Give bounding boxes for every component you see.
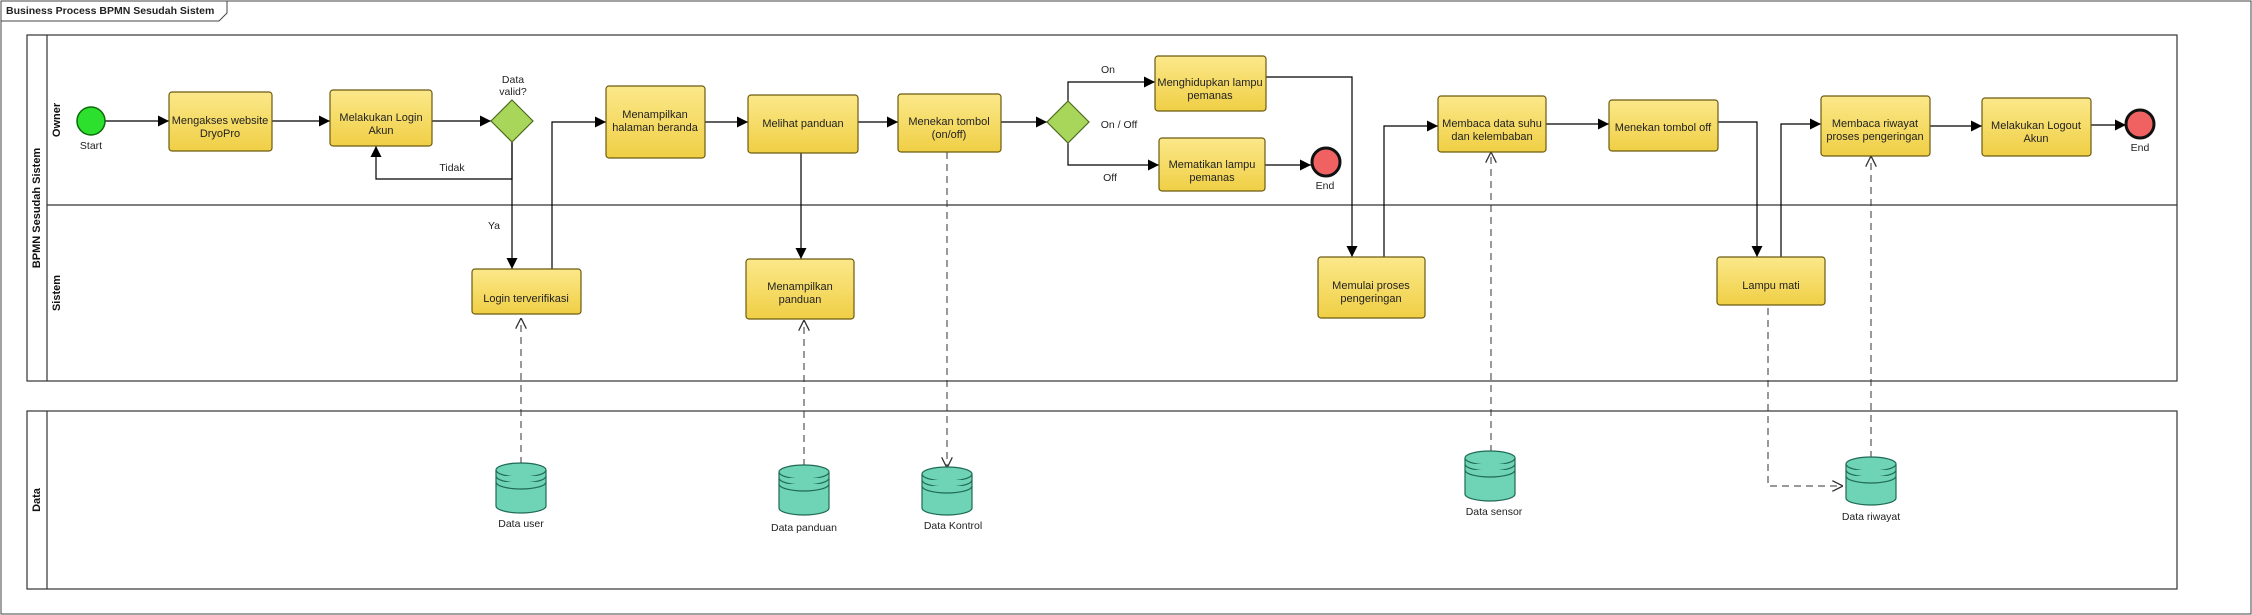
svg-text:pemanas: pemanas bbox=[1187, 90, 1233, 102]
start-event-label: Start bbox=[80, 140, 102, 152]
task-view-guide: Melihat panduan bbox=[747, 94, 859, 154]
label-ya: Ya bbox=[488, 220, 500, 232]
task-read-sensor: Membaca data suhu dan kelembaban bbox=[1437, 95, 1547, 153]
diagram-title: Business Process BPMN Sesudah Sistem bbox=[6, 5, 214, 17]
datastore-sensor-label: Data sensor bbox=[1466, 506, 1523, 518]
task-heater-off: Mematikan lampu pemanas bbox=[1158, 137, 1266, 192]
label-on: On bbox=[1101, 64, 1115, 76]
sequence-flows bbox=[104, 76, 2126, 269]
flow-pressoff-lamp bbox=[1718, 121, 1763, 257]
svg-text:Menghidupkan lampu: Menghidupkan lampu bbox=[1157, 77, 1262, 89]
datastore-guide: Data panduan bbox=[771, 464, 837, 534]
assoc-lamp-history bbox=[1767, 308, 1843, 486]
pool-data: Data bbox=[26, 410, 2178, 590]
task-start-drying: Memulai proses pengeringan bbox=[1317, 256, 1426, 319]
flow-heateron-start bbox=[1266, 76, 1358, 257]
svg-text:panduan: panduan bbox=[779, 294, 822, 306]
svg-text:Melakukan Logout: Melakukan Logout bbox=[1991, 120, 2081, 132]
task-show-home: Menampilkan halaman beranda bbox=[605, 85, 706, 159]
datastore-sensor: Data sensor bbox=[1464, 450, 1523, 518]
lane-label-owner: Owner bbox=[51, 102, 63, 137]
task-read-history: Membaca riwayat proses pengeringan bbox=[1820, 95, 1931, 157]
gateway-valid-label-2: valid? bbox=[499, 86, 527, 98]
start-event: Start bbox=[76, 106, 106, 152]
label-off: Off bbox=[1103, 172, 1117, 184]
svg-text:Melakukan Login: Melakukan Login bbox=[339, 112, 422, 124]
task-login-verified: Login terverifikasi bbox=[471, 268, 582, 315]
flow-lamp-history bbox=[1780, 118, 1821, 257]
svg-text:proses pengeringan: proses pengeringan bbox=[1826, 131, 1923, 143]
end-event-heater-off: End bbox=[1310, 146, 1342, 192]
task-logout: Melakukan Logout Akun bbox=[1981, 97, 2092, 157]
svg-text:(on/off): (on/off) bbox=[932, 129, 967, 141]
task-lamp-off: Lampu mati bbox=[1716, 256, 1826, 306]
svg-text:Memulai proses: Memulai proses bbox=[1332, 280, 1410, 292]
svg-text:Menekan tombol off: Menekan tombol off bbox=[1615, 122, 1712, 134]
datastore-control: Data Kontrol bbox=[921, 466, 982, 532]
flow-gateway-off bbox=[1067, 143, 1159, 171]
flow-start-read bbox=[1383, 120, 1438, 257]
svg-text:pengeringan: pengeringan bbox=[1340, 293, 1401, 305]
svg-text:Melihat panduan: Melihat panduan bbox=[762, 118, 843, 130]
svg-text:Mematikan lampu: Mematikan lampu bbox=[1169, 159, 1256, 171]
task-press-off: Menekan tombol off bbox=[1608, 99, 1719, 152]
pool-bpmn: BPMN Sesudah Sistem Owner Sistem bbox=[26, 34, 2178, 382]
data-associations bbox=[521, 152, 1871, 486]
gateway-on-off: On / Off bbox=[1046, 100, 1138, 144]
pool-label: BPMN Sesudah Sistem bbox=[31, 148, 43, 269]
datastore-user: Data user bbox=[495, 462, 547, 530]
datastore-history: Data riwayat bbox=[1842, 456, 1900, 523]
title-tab bbox=[0, 0, 228, 22]
datastore-control-label: Data Kontrol bbox=[924, 520, 982, 532]
datastore-history-label: Data riwayat bbox=[1842, 511, 1900, 523]
gateway-onoff-label: On / Off bbox=[1101, 119, 1138, 131]
end-event-heater-off-label: End bbox=[1316, 180, 1335, 192]
svg-text:pemanas: pemanas bbox=[1189, 172, 1235, 184]
gateway-valid-label-1: Data bbox=[502, 74, 524, 86]
lane-label-sistem: Sistem bbox=[51, 275, 63, 311]
flow-gateway-on bbox=[1067, 76, 1155, 101]
gateway-data-valid: Data valid? bbox=[490, 74, 534, 143]
data-pool-label: Data bbox=[31, 487, 43, 512]
svg-text:Mengakses website: Mengakses website bbox=[172, 115, 269, 127]
svg-text:Login terverifikasi: Login terverifikasi bbox=[483, 293, 569, 305]
svg-text:Akun: Akun bbox=[2023, 133, 2048, 145]
end-event-final-label: End bbox=[2131, 142, 2150, 154]
label-tidak: Tidak bbox=[439, 162, 465, 174]
datastore-guide-label: Data panduan bbox=[771, 522, 837, 534]
task-show-guide: Menampilkan panduan bbox=[745, 258, 855, 320]
svg-text:halaman beranda: halaman beranda bbox=[612, 122, 699, 134]
svg-text:Menekan tombol: Menekan tombol bbox=[908, 116, 989, 128]
task-access-website: Mengakses website DryoPro bbox=[168, 91, 273, 152]
end-event-final: End bbox=[2124, 108, 2156, 154]
svg-text:DryoPro: DryoPro bbox=[200, 128, 240, 140]
task-login: Melakukan Login Akun bbox=[329, 89, 433, 147]
task-press-button: Menekan tombol (on/off) bbox=[897, 93, 1002, 153]
svg-text:Akun: Akun bbox=[368, 125, 393, 137]
datastore-user-label: Data user bbox=[498, 518, 544, 530]
svg-text:Menampilkan: Menampilkan bbox=[767, 281, 832, 293]
svg-text:Menampilkan: Menampilkan bbox=[622, 109, 687, 121]
svg-text:Membaca riwayat: Membaca riwayat bbox=[1832, 118, 1918, 130]
svg-text:Membaca data suhu: Membaca data suhu bbox=[1442, 118, 1542, 130]
task-heater-on: Menghidupkan lampu pemanas bbox=[1154, 55, 1267, 112]
svg-text:Lampu mati: Lampu mati bbox=[1742, 280, 1799, 292]
svg-text:dan kelembaban: dan kelembaban bbox=[1451, 131, 1532, 143]
flow-verified-home bbox=[551, 116, 606, 269]
